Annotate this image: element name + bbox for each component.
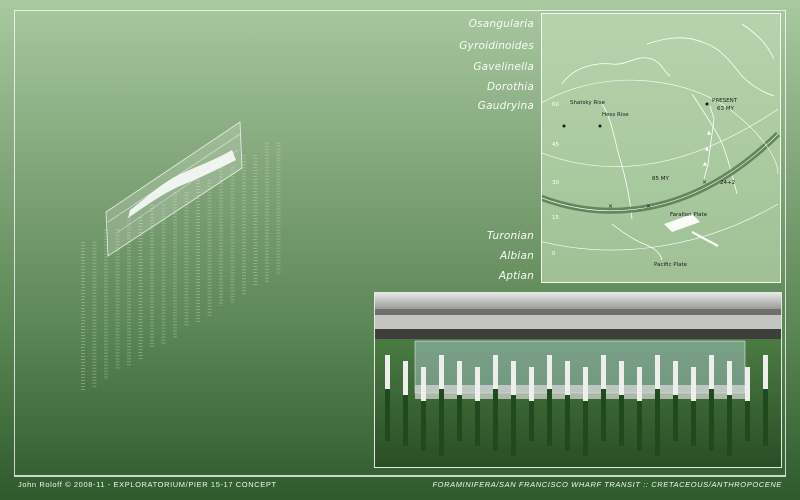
render-pile-top xyxy=(547,355,552,389)
render-pile-base xyxy=(583,401,588,456)
footer-credit: John Roloff © 2008-11 - EXPLORATORIUM/PI… xyxy=(18,480,277,489)
render-pile-top xyxy=(673,361,678,395)
latitude-0: 0 xyxy=(552,251,556,257)
render-pile-base xyxy=(727,395,732,456)
render-pile-base xyxy=(457,395,462,441)
label-farallon-plate: Farallon Plate xyxy=(670,212,708,218)
species-label-osangularia: Osangularia xyxy=(468,18,534,30)
svg-text:×: × xyxy=(608,203,613,210)
latitude-60: 60 xyxy=(552,102,559,108)
render-pile-base xyxy=(763,389,768,446)
species-label-gavelinella: Gavelinella xyxy=(473,61,534,73)
footer-project-title: FORAMINIFERA/SAN FRANCISCO WHARF TRANSIT… xyxy=(432,480,782,489)
stage-label-turonian: Turonian xyxy=(486,230,534,242)
render-pile-base xyxy=(475,401,480,446)
render-pile-base xyxy=(673,395,678,441)
render-pile-base xyxy=(529,401,534,441)
render-piling-group xyxy=(385,355,768,456)
label-63-my: 63 MY xyxy=(717,106,734,112)
render-pile-top xyxy=(601,355,606,389)
label-85-my: 85 MY xyxy=(652,176,669,182)
svg-text:▲: ▲ xyxy=(705,146,709,152)
render-pile-base xyxy=(493,389,498,451)
piling-group xyxy=(76,122,281,410)
render-pile-base xyxy=(619,395,624,446)
svg-text:▲: ▲ xyxy=(707,130,711,136)
render-pile-top xyxy=(421,367,426,401)
glass-enclosure xyxy=(105,121,243,257)
render-pile-top xyxy=(637,367,642,401)
render-pile-base xyxy=(745,401,750,441)
render-pile-base xyxy=(547,389,552,446)
label-pacific-plate: Pacific Plate xyxy=(654,262,688,268)
svg-text:×: × xyxy=(702,179,707,186)
render-pile-top xyxy=(691,367,696,401)
render-pile-top xyxy=(493,355,498,389)
label-present: PRESENT xyxy=(712,98,738,104)
page-frame xyxy=(14,10,786,476)
svg-text:×: × xyxy=(646,203,651,210)
paleogeography-map: ▲ ▲ ▲ × × × 60 45 30 15 0 Shatsky Rise H… xyxy=(541,13,781,283)
render-pile-top xyxy=(709,355,714,389)
render-pile-top xyxy=(727,361,732,395)
render-pile-top xyxy=(565,361,570,395)
pier-render-panel xyxy=(374,292,782,468)
render-pile-base xyxy=(385,389,390,441)
species-label-gaudryina: Gaudryina xyxy=(477,100,534,112)
species-label-dorothia: Dorothia xyxy=(487,81,534,93)
render-pile-top xyxy=(619,361,624,395)
render-pile-base xyxy=(565,395,570,451)
species-label-gyroidinoides: Gyroidinoides xyxy=(459,40,534,52)
latitude-15: 15 xyxy=(552,215,559,221)
render-pile-base xyxy=(511,395,516,456)
render-pile-top xyxy=(385,355,390,389)
label-hess-rise: Hess Rise xyxy=(602,112,629,118)
render-pile-top xyxy=(763,355,768,389)
render-pile-base xyxy=(709,389,714,451)
render-pile-top xyxy=(511,361,516,395)
render-pile-top xyxy=(403,361,408,395)
render-pile-top xyxy=(745,367,750,401)
render-pile-top xyxy=(439,355,444,389)
stage-label-albian: Albian xyxy=(500,250,534,262)
render-pile-base xyxy=(439,389,444,456)
render-pile-base xyxy=(691,401,696,446)
render-pile-base xyxy=(637,401,642,451)
label-24-2: 24+2 xyxy=(720,180,735,186)
render-pile-top xyxy=(583,367,588,401)
footer-rule xyxy=(14,476,786,477)
latitude-45: 45 xyxy=(552,142,559,148)
render-pile-top xyxy=(655,355,660,389)
render-pile-base xyxy=(421,401,426,451)
render-pile-base xyxy=(403,395,408,446)
render-pile-top xyxy=(457,361,462,395)
stage-label-aptian: Aptian xyxy=(498,270,534,282)
svg-text:▲: ▲ xyxy=(703,161,707,167)
render-pile-base xyxy=(601,389,606,441)
latitude-30: 30 xyxy=(552,180,559,186)
render-pile-base xyxy=(655,389,660,456)
render-pile-top xyxy=(529,367,534,401)
render-pile-top xyxy=(475,367,480,401)
label-shatsky-rise: Shatsky Rise xyxy=(570,100,606,106)
